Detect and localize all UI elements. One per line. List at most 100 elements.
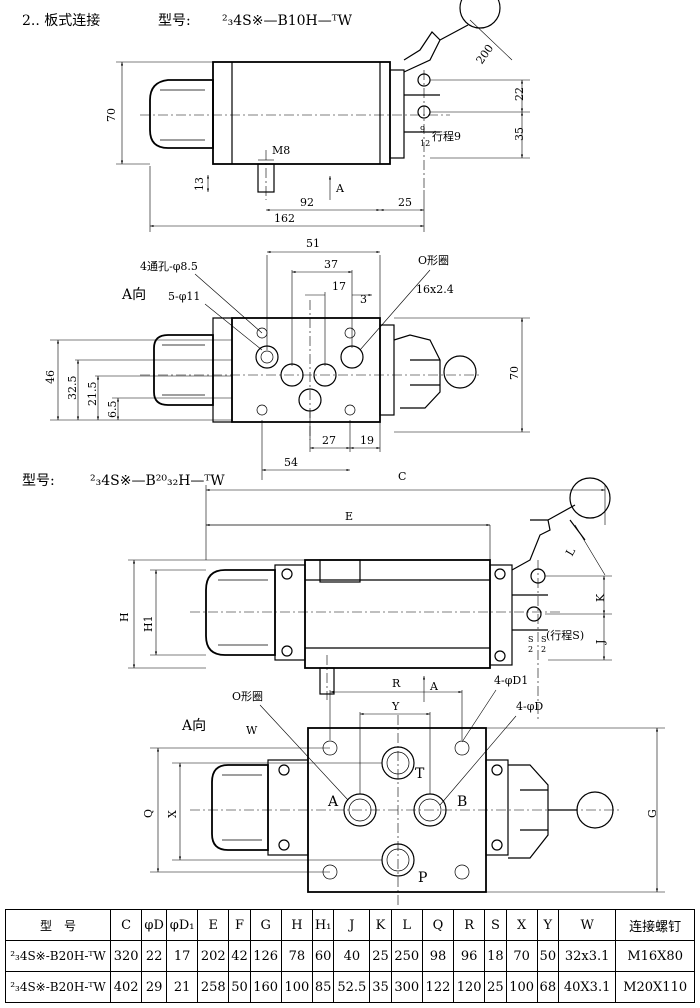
svg-text:70: 70 (105, 108, 118, 122)
table-cell: 52.5 (333, 971, 371, 1003)
table-cell: 96 (453, 940, 486, 972)
svg-text:17: 17 (332, 280, 346, 293)
svg-text:2: 2 (541, 645, 546, 654)
header-cell: Y (536, 909, 559, 941)
table-cell: 50 (228, 971, 251, 1003)
svg-text:51: 51 (306, 237, 320, 250)
svg-text:Y: Y (391, 700, 400, 713)
table-cell: 250 (390, 940, 423, 972)
header-cell: H₁ (312, 909, 335, 941)
table-cell: 22 (141, 940, 168, 972)
model2-code: ²₃4S※—B²⁰₃₂H—ᵀW (90, 473, 225, 489)
svg-text:16x2.4: 16x2.4 (416, 283, 454, 296)
table-header-row: 型 号 C φD φD₁ E F G H H₁ J K L Q R S X Y … (5, 909, 695, 941)
svg-text:M8: M8 (272, 144, 290, 157)
table-cell: 202 (197, 940, 230, 972)
table-cell: 35 (369, 971, 392, 1003)
port-a: A (327, 794, 339, 810)
table-cell: 68 (536, 971, 559, 1003)
spec-table: 型 号 C φD φD₁ E F G H H₁ J K L Q R S X Y … (5, 909, 695, 1003)
svg-text:25: 25 (398, 196, 412, 209)
table-cell: 122 (421, 971, 455, 1003)
table-cell: ²₃4S※-B20H-ᵀW (5, 940, 111, 972)
table-cell: 40X3.1 (557, 971, 617, 1003)
header-cell: C (109, 909, 143, 941)
header-cell: X (505, 909, 538, 941)
svg-text:200: 200 (474, 42, 497, 67)
table-cell: 60 (312, 940, 335, 972)
header-cell: K (369, 909, 392, 941)
svg-text:2: 2 (528, 645, 533, 654)
section-title: 2.. 板式连接 (22, 12, 100, 29)
model1-label: 型号: (158, 13, 191, 29)
table-cell: M16X80 (615, 940, 695, 972)
dim-stroke-s: (行程S) (546, 629, 584, 642)
table-cell: 70 (505, 940, 538, 972)
callout-ports: 5-φ11 (168, 290, 200, 303)
svg-text:3: 3 (360, 293, 367, 306)
svg-text:32.5: 32.5 (66, 376, 79, 401)
view-marker-a1: A (335, 182, 345, 195)
callout-holes: 4通孔-φ8.5 (140, 260, 198, 273)
drawing4-a-view: T A B P O形圈 4-φD1 4-φD A向 R Y W Q X G (142, 674, 665, 905)
header-cell: 连接螺钉 (615, 909, 695, 941)
header-cell: R (453, 909, 486, 941)
table-cell: 120 (453, 971, 486, 1003)
svg-text:54: 54 (284, 456, 298, 469)
table-cell: 98 (421, 940, 455, 972)
table-cell: 78 (280, 940, 314, 972)
svg-text:9: 9 (420, 125, 425, 134)
svg-text:70: 70 (508, 366, 521, 380)
table-cell: 85 (312, 971, 335, 1003)
table-cell: 32x3.1 (557, 940, 617, 972)
svg-text:H1: H1 (142, 615, 155, 632)
svg-text:A: A (429, 680, 439, 693)
callout-d: 4-φD (516, 700, 543, 713)
table-row: ²₃4S※-B20H-ᵀW 402 29 21 258 50 160 100 8… (5, 971, 695, 1003)
table-cell: 402 (109, 971, 143, 1003)
svg-text:162: 162 (274, 212, 295, 225)
table-cell: 25 (369, 940, 392, 972)
table-cell: 320 (109, 940, 143, 972)
table-cell: 300 (390, 971, 423, 1003)
svg-text:R: R (392, 677, 401, 690)
port-t: T (415, 766, 425, 782)
svg-text:6.5: 6.5 (106, 401, 119, 419)
table-cell: 258 (197, 971, 230, 1003)
drawing2-a-view: 51 37 17 3 4通孔-φ8.5 5-φ11 O形圈 16x2.4 A向 … (44, 237, 530, 480)
table-cell: 50 (536, 940, 559, 972)
port-p: P (418, 870, 427, 886)
drawing3-side-view: C E H H1 L K J S 2 S 2 (行程S) A (118, 470, 612, 720)
header-cell: W (557, 909, 617, 941)
view-label-a: A向 (121, 287, 146, 303)
table-cell: 29 (141, 971, 168, 1003)
view-label-a2: A向 (181, 718, 206, 734)
svg-text:H: H (118, 612, 131, 622)
svg-text:L: L (563, 545, 578, 558)
header-cell: φD (141, 909, 168, 941)
svg-text:12: 12 (420, 139, 430, 148)
table-cell: 100 (280, 971, 314, 1003)
dim-22: 22 (513, 87, 526, 101)
header-cell: L (390, 909, 423, 941)
table-row: ²₃4S※-B20H-ᵀW 320 22 17 202 42 126 78 60… (5, 940, 695, 972)
table-cell: 17 (166, 940, 199, 972)
svg-text:21.5: 21.5 (86, 382, 99, 407)
port-b: B (457, 794, 467, 810)
callout-d1: 4-φD1 (494, 674, 528, 687)
table-cell: 160 (249, 971, 282, 1003)
header-cell: φD₁ (166, 909, 199, 941)
header-cell: 型 号 (5, 909, 111, 941)
model1-code: ²₃4S※—B10H—ᵀW (222, 13, 353, 29)
svg-text:J: J (594, 640, 607, 645)
table-cell: 126 (249, 940, 282, 972)
svg-text:S: S (528, 635, 533, 644)
header-cell: H (280, 909, 314, 941)
header-cell: J (333, 909, 371, 941)
table-cell: 21 (166, 971, 199, 1003)
svg-text:G: G (646, 809, 659, 818)
table-cell: 100 (505, 971, 538, 1003)
dim-e: E (345, 510, 353, 523)
svg-text:92: 92 (300, 196, 314, 209)
